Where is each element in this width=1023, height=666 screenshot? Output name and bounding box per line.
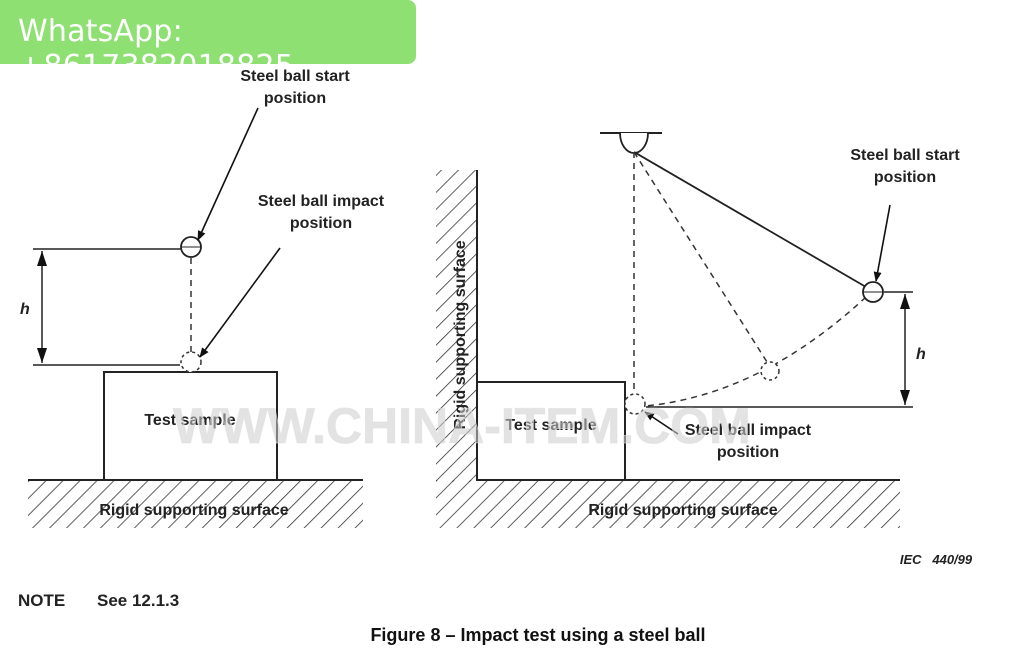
wall-label: Rigid supporting surface <box>452 240 469 429</box>
left-start-label-line2: position <box>264 90 326 107</box>
pendulum-swing-arc <box>644 296 867 407</box>
right-ground-hatch <box>436 480 900 528</box>
right-height-label: h <box>916 346 926 363</box>
right-sample-label: Test sample <box>505 417 596 434</box>
note-text: See 12.1.3 <box>97 591 179 610</box>
right-diagram: Rigid supporting surface Steel ball star… <box>436 132 960 528</box>
left-impact-pointer <box>199 247 281 358</box>
left-steel-ball-impact <box>180 351 202 373</box>
right-surface-label: Rigid supporting surface <box>588 502 777 519</box>
pendulum-pivot <box>619 132 649 154</box>
left-ground-hatch <box>28 480 363 528</box>
whatsapp-banner: WhatsApp: +8617382018825 <box>0 0 416 84</box>
right-wall-hatch <box>436 170 477 482</box>
pendulum-string-start <box>633 151 867 288</box>
right-steel-ball-middle <box>760 361 780 381</box>
right-impact-label-line2: position <box>717 444 779 461</box>
left-test-sample <box>103 371 278 481</box>
pendulum-string-middle <box>633 151 768 363</box>
right-start-label-line2: position <box>874 169 936 186</box>
left-surface-label: Rigid supporting surface <box>99 502 288 519</box>
left-impact-label-line2: position <box>290 215 352 232</box>
left-impact-label-line1: Steel ball impact <box>258 193 385 210</box>
right-test-sample <box>476 381 626 481</box>
right-impact-label-line1: Steel ball impact <box>685 422 812 439</box>
whatsapp-banner-text: WhatsApp: +8617382018825 <box>18 14 295 84</box>
right-impact-pointer <box>644 411 679 435</box>
watermark: WWW.CHINA-ITEM.COM <box>173 398 751 454</box>
left-sample-label: Test sample <box>144 412 235 429</box>
left-start-label-line1: Steel ball start <box>240 68 350 85</box>
right-steel-ball-impact <box>624 393 646 415</box>
right-start-pointer <box>873 204 891 282</box>
left-height-arrowhead-top <box>37 251 47 266</box>
note-label: NOTE <box>18 591 65 610</box>
left-diagram: Steel ball start position Steel ball imp… <box>20 68 385 528</box>
left-start-pointer <box>197 107 259 241</box>
right-height-arrowhead-top <box>900 294 910 309</box>
left-height-label: h <box>20 301 30 318</box>
left-height-arrowhead-bottom <box>37 348 47 363</box>
right-height-arrowhead-bottom <box>900 390 910 405</box>
figure-reference: IEC 440/99 <box>900 552 973 567</box>
figure-caption: Figure 8 – Impact test using a steel bal… <box>370 625 705 645</box>
right-start-label-line1: Steel ball start <box>850 147 960 164</box>
